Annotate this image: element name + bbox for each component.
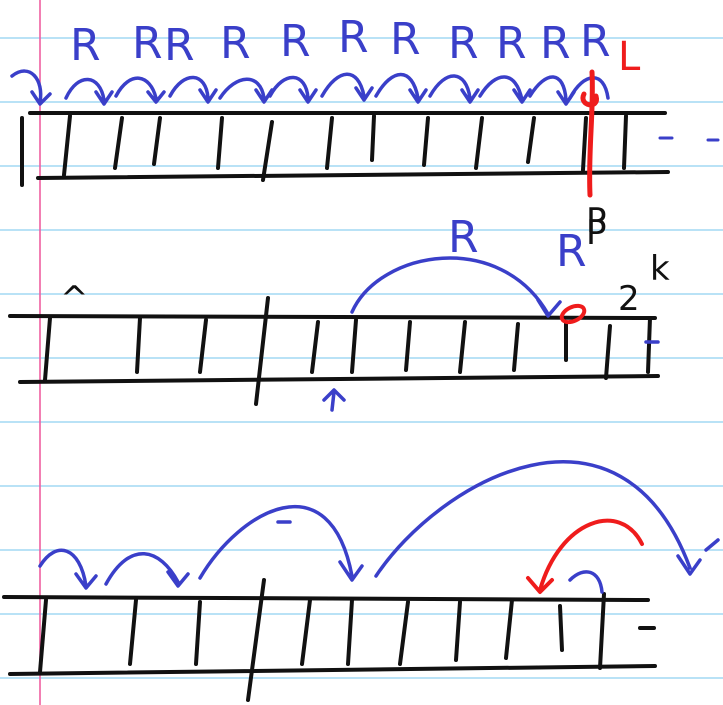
red-l-mark: L [618,34,641,80]
pointer-p-label-2: P [586,213,607,253]
r-label: R [220,18,251,69]
r-label: R [70,20,101,71]
red-pointer-1 [580,69,599,198]
diagram-1: R R R R R R R R R R R [10,12,720,241]
diagram-3 [2,460,720,702]
pointer-r-label: R [556,226,587,277]
r-label: R [448,18,479,69]
hop-arcs-1 [10,69,610,106]
r-label: R [540,18,571,69]
arc-r-label: R [448,212,479,263]
r-label: R [580,16,611,67]
r-labels-1: R R R R R R R R R R R [70,12,611,71]
pointer-p-label: P [586,201,607,241]
hop-arcs-3 [38,460,720,594]
power-exponent: k [650,249,670,289]
start-caret: ^ [60,279,89,319]
diagram-2: ^ R R P 2 k [8,212,670,412]
r-label: R [390,14,421,65]
red-back-arc-3 [526,518,644,594]
r-label: R [496,18,527,69]
r-label: R [338,12,369,63]
power-base: 2 [618,279,640,319]
tape-1 [20,111,670,187]
trailing-dashes-1 [658,136,720,142]
red-circle-mark [559,303,587,325]
big-arc-2 [322,256,660,412]
r-label: R [280,16,311,67]
r-label: R [164,20,195,71]
r-label: R [132,18,163,69]
tape-3 [2,578,657,702]
